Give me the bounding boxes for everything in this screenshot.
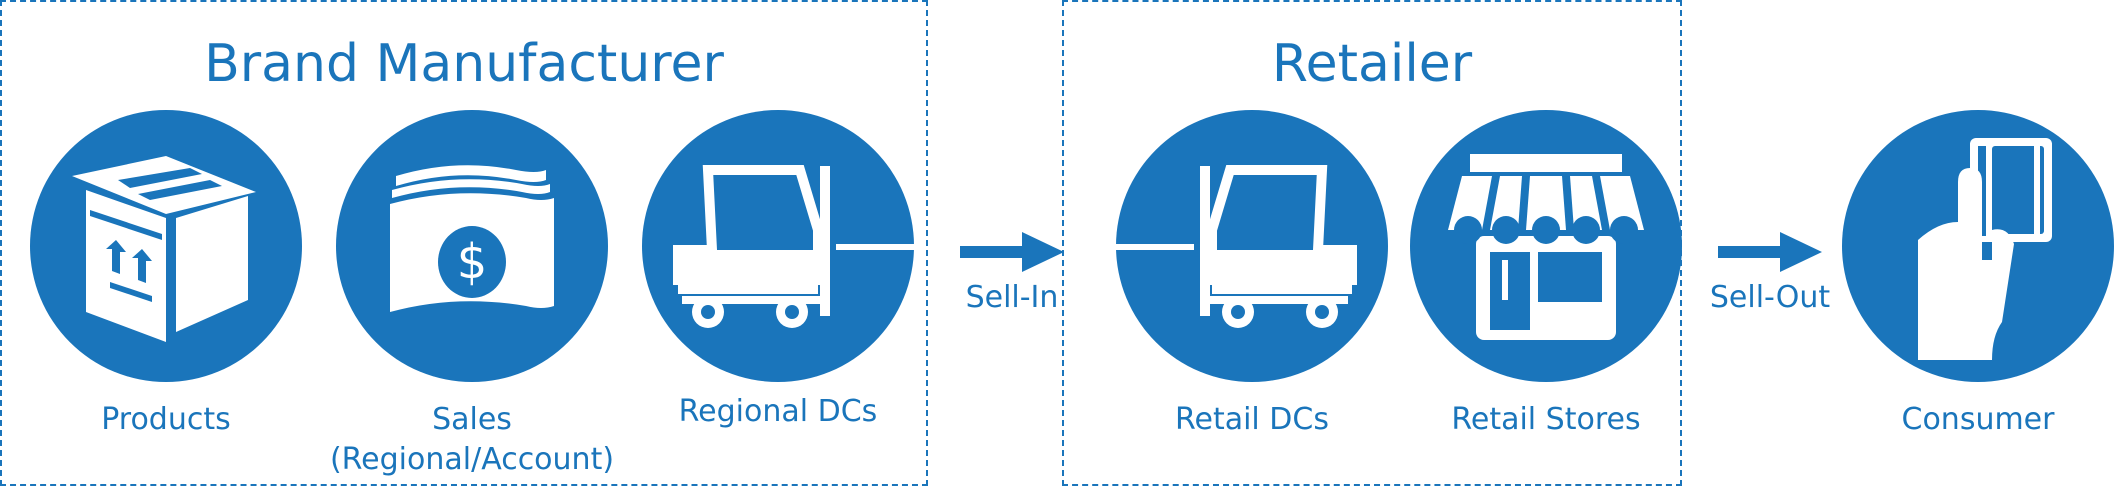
node-label-regional-dcs: Regional DCs: [678, 394, 878, 429]
arrow-right-icon: [960, 232, 1064, 272]
node-label-products: Products: [101, 402, 231, 437]
forklift-icon: [642, 110, 914, 382]
group-brand-manufacturer: Brand Manufacturer: [0, 0, 928, 486]
group-title-brand: Brand Manufacturer: [204, 34, 724, 94]
forklift-icon: [1116, 110, 1388, 382]
node-label-consumer: Consumer: [1901, 402, 2055, 437]
group-retailer: Retailer: [1062, 0, 1682, 486]
arrow-right-icon: [1718, 232, 1822, 272]
svg-text:$: $: [457, 234, 488, 290]
node-label-retail-dcs: Retail DCs: [1175, 402, 1329, 437]
node-label-sales: Sales (Regional/Account): [329, 402, 615, 477]
box-icon: [30, 110, 302, 382]
cash-icon: $: [336, 110, 608, 382]
flow-label-sell-out: Sell-Out: [1709, 280, 1831, 315]
flow-label-sell-in: Sell-In: [965, 280, 1059, 315]
storefront-icon: [1410, 110, 1682, 382]
flow-sell-in: Sell-In: [960, 232, 1064, 315]
group-title-retailer: Retailer: [1271, 34, 1473, 94]
node-label-retail-stores: Retail Stores: [1451, 402, 1641, 437]
card-payment-icon: [1842, 110, 2114, 382]
flow-sell-out: Sell-Out: [1710, 232, 1830, 315]
